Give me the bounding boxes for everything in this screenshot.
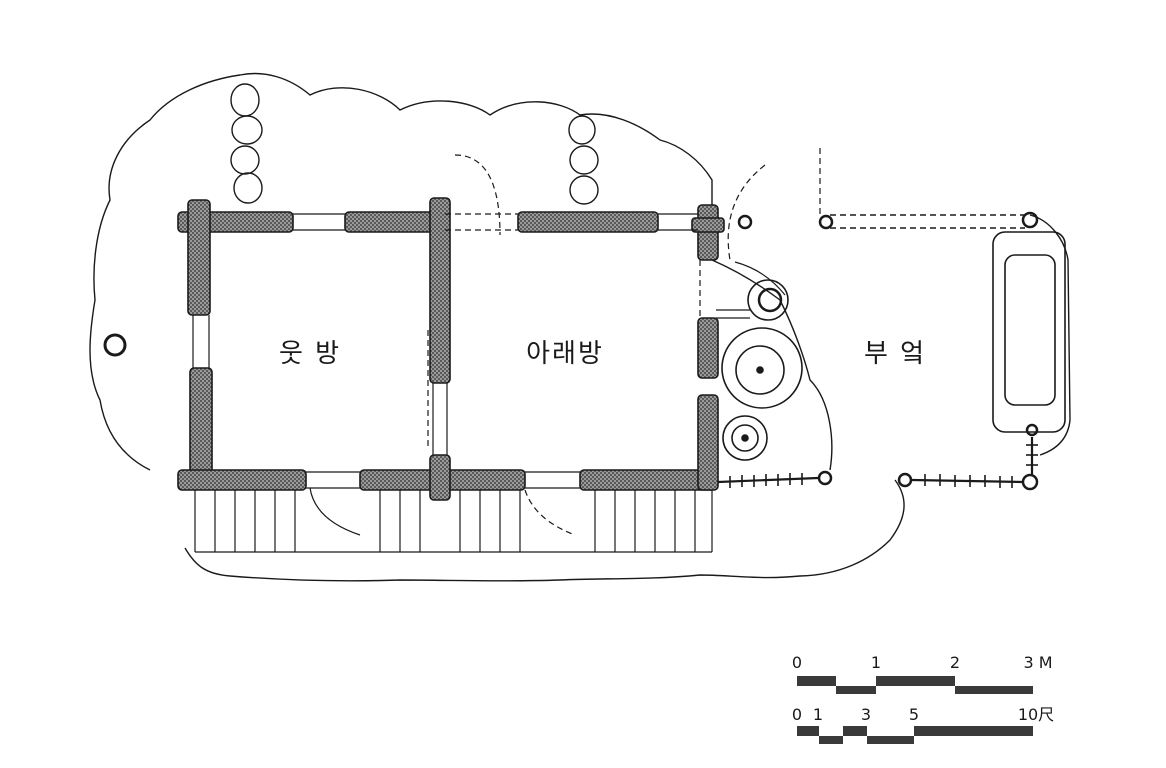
scale-metric-label-1: 1 [871,653,881,672]
scale-trad-label-5: 5 [909,705,919,724]
room-label-kitchen: 부 엌 [864,339,926,369]
scale-trad-label-1: 1 [813,705,823,724]
water-trough [992,231,1066,433]
scale-trad-label-10: 10尺 [1018,705,1054,724]
stone-post-left [103,333,127,357]
kitchen-fence [737,211,1039,491]
room-label-upper: 웃 방 [279,339,341,369]
scale-metric-label-2: 2 [950,653,960,672]
verandah-boards [194,490,713,553]
scale-bar-traditional: 0 1 3 5 10尺 [792,705,1054,744]
kitchen-outline [1029,214,1071,456]
scale-metric-label-0: 0 [792,653,802,672]
site-boundary [89,72,905,582]
scale-bar-metric: 0 1 2 3 M [792,653,1053,694]
stone-steps-left [230,83,263,204]
scale-trad-label-0: 0 [792,705,802,724]
scale-metric-label-3: 3 M [1023,653,1052,672]
stove-cauldrons [721,279,803,461]
openings [192,148,821,536]
stone-steps-right [568,115,599,205]
walls [177,197,725,501]
scale-trad-label-3: 3 [861,705,871,724]
barbed-ticks [729,444,1038,488]
room-label-lower: 아래방 [526,339,604,369]
